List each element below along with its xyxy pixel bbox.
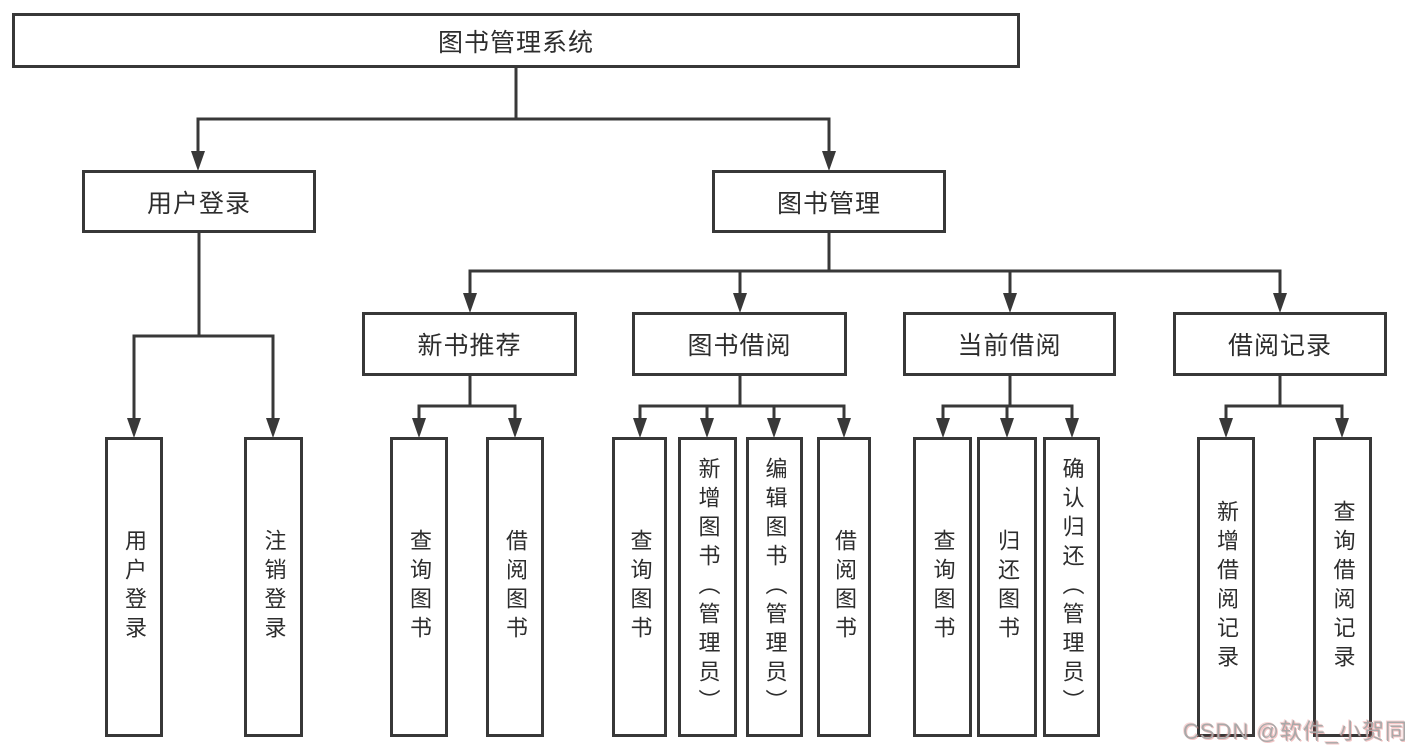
leaf-borrow-borrow-books: 借阅图书 bbox=[817, 437, 871, 737]
arrowhead bbox=[837, 418, 851, 438]
leaf-borrow-query-books-label: 查询图书 bbox=[627, 529, 653, 645]
edge-userlogin-to-leaves bbox=[132, 231, 275, 422]
arrowhead bbox=[1219, 418, 1233, 438]
leaf-newrec-query-books: 查询图书 bbox=[390, 437, 448, 737]
arrowhead bbox=[463, 293, 477, 313]
arrowhead bbox=[767, 418, 781, 438]
leaf-current-confirm-return-admin-label: 确认归还（管理员） bbox=[1059, 456, 1085, 718]
csdn-watermark: CSDN @软件_小贺同学 bbox=[1183, 719, 1405, 744]
leaf-newrec-query-books-label: 查询图书 bbox=[407, 529, 432, 645]
leaf-records-query-record: 查询借阅记录 bbox=[1313, 437, 1372, 737]
leaf-records-add-record-label: 新增借阅记录 bbox=[1214, 500, 1239, 674]
arrowhead bbox=[127, 418, 141, 438]
edge-currentborrow-to-leaves bbox=[941, 374, 1074, 422]
leaf-records-add-record: 新增借阅记录 bbox=[1197, 437, 1255, 737]
node-new-book-rec: 新书推荐 bbox=[362, 312, 577, 376]
arrowhead bbox=[1273, 293, 1287, 313]
leaf-current-return-books-label: 归还图书 bbox=[995, 529, 1020, 645]
node-borrow-records: 借阅记录 bbox=[1173, 312, 1387, 376]
leaf-borrow-add-books-admin: 新增图书（管理员） bbox=[678, 437, 737, 737]
node-book-borrow: 图书借阅 bbox=[632, 312, 847, 376]
arrowhead bbox=[700, 418, 714, 438]
node-book-mgmt-label: 图书管理 bbox=[776, 189, 881, 218]
node-new-book-rec-label: 新书推荐 bbox=[417, 332, 522, 360]
edge-newbookrec-to-leaves bbox=[417, 374, 517, 422]
leaf-newrec-borrow-books: 借阅图书 bbox=[486, 437, 544, 737]
arrowhead bbox=[1003, 293, 1017, 313]
edge-borrowrecords-to-leaves bbox=[1224, 374, 1344, 422]
arrowhead bbox=[1335, 418, 1349, 438]
leaf-logout-label: 注销登录 bbox=[261, 529, 287, 645]
leaf-borrow-query-books: 查询图书 bbox=[612, 437, 667, 737]
leaf-borrow-borrow-books-label: 借阅图书 bbox=[832, 529, 857, 645]
arrowhead bbox=[191, 151, 205, 171]
arrowhead bbox=[633, 418, 647, 438]
arrowhead bbox=[733, 293, 747, 313]
leaf-current-query-books: 查询图书 bbox=[913, 437, 972, 737]
node-user-login-label: 用户登录 bbox=[146, 189, 251, 218]
arrowhead bbox=[822, 151, 836, 171]
edge-bookmgmt-to-level3 bbox=[468, 231, 1282, 297]
leaf-user-login-label: 用户登录 bbox=[122, 529, 147, 645]
edge-root-to-level2 bbox=[196, 66, 831, 155]
leaf-borrow-edit-books-admin: 编辑图书（管理员） bbox=[746, 437, 803, 737]
leaf-logout: 注销登录 bbox=[244, 437, 303, 737]
arrowhead bbox=[508, 418, 522, 438]
leaf-current-return-books: 归还图书 bbox=[977, 437, 1037, 737]
arrowhead bbox=[1065, 418, 1079, 438]
node-current-borrow-label: 当前借阅 bbox=[957, 332, 1062, 360]
node-book-borrow-label: 图书借阅 bbox=[687, 332, 792, 360]
arrowhead bbox=[1000, 418, 1014, 438]
node-root-label: 图书管理系统 bbox=[437, 28, 594, 57]
arrowheads bbox=[127, 151, 1349, 438]
node-book-mgmt: 图书管理 bbox=[712, 170, 946, 233]
node-borrow-records-label: 借阅记录 bbox=[1227, 332, 1332, 360]
node-current-borrow: 当前借阅 bbox=[903, 312, 1116, 376]
node-user-login: 用户登录 bbox=[82, 170, 316, 233]
node-root: 图书管理系统 bbox=[12, 13, 1020, 68]
edge-bookborrow-to-leaves bbox=[638, 374, 846, 422]
arrowhead bbox=[936, 418, 950, 438]
leaf-records-query-record-label: 查询借阅记录 bbox=[1330, 500, 1356, 674]
leaf-user-login: 用户登录 bbox=[105, 437, 163, 737]
leaf-borrow-edit-books-admin-label: 编辑图书（管理员） bbox=[762, 456, 788, 718]
leaf-newrec-borrow-books-label: 借阅图书 bbox=[503, 529, 528, 645]
arrowhead bbox=[266, 418, 280, 438]
leaf-borrow-add-books-admin-label: 新增图书（管理员） bbox=[695, 456, 721, 718]
leaf-current-confirm-return-admin: 确认归还（管理员） bbox=[1043, 437, 1100, 737]
arrowhead bbox=[412, 418, 426, 438]
leaf-current-query-books-label: 查询图书 bbox=[930, 529, 956, 645]
